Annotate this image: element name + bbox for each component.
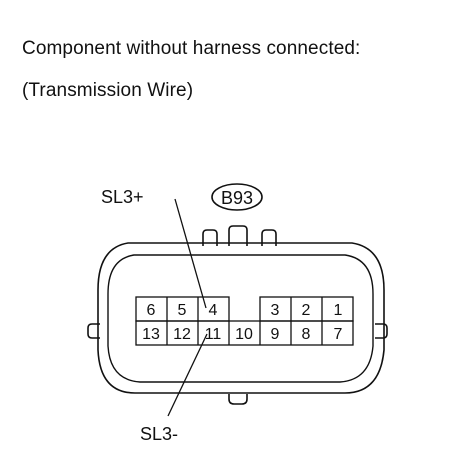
pin-label: 2 xyxy=(302,302,311,319)
connector-ear-right xyxy=(375,323,388,339)
pin-label: 4 xyxy=(209,302,218,319)
pin-label: 6 xyxy=(147,302,156,319)
connector-code-label: B93 xyxy=(221,188,253,208)
pin-label: 12 xyxy=(173,326,191,343)
pin-grid: 6 5 4 3 2 1 13 12 11 10 9 8 7 xyxy=(135,296,354,346)
connector-code-ellipse xyxy=(211,183,263,211)
pin-label: 3 xyxy=(271,302,280,319)
callout-leader-top xyxy=(174,198,207,309)
caption-line-1: Component without harness connected: xyxy=(22,38,361,59)
connector-tab-left xyxy=(202,229,218,246)
callout-label-top: SL3+ xyxy=(101,187,144,207)
pin-label: 5 xyxy=(178,302,187,319)
caption-line-2: (Transmission Wire) xyxy=(22,80,194,101)
pin-label: 9 xyxy=(271,326,280,343)
pin-label: 7 xyxy=(334,326,343,343)
callout-leader-bottom xyxy=(167,333,208,417)
connector-outer-housing xyxy=(97,242,385,394)
pin-label: 10 xyxy=(235,326,253,343)
connector-bottom-bump xyxy=(228,394,248,405)
pin-block-bottom xyxy=(135,320,354,346)
connector-code-badge: B93 xyxy=(211,183,263,211)
connector-top-tabs xyxy=(202,225,277,246)
connector-tab-center xyxy=(228,225,248,246)
callout-sl3-plus: SL3+ xyxy=(101,187,207,309)
callout-label-bottom: SL3- xyxy=(140,424,178,444)
connector-tab-right xyxy=(261,229,277,246)
pin-label: 8 xyxy=(302,326,311,343)
connector-inner-housing xyxy=(107,254,374,383)
connector-ear-left xyxy=(87,323,100,339)
pin-label: 11 xyxy=(205,326,222,343)
callout-sl3-minus: SL3- xyxy=(140,333,208,444)
pin-label: 13 xyxy=(142,326,160,343)
pin-label: 1 xyxy=(334,302,343,319)
